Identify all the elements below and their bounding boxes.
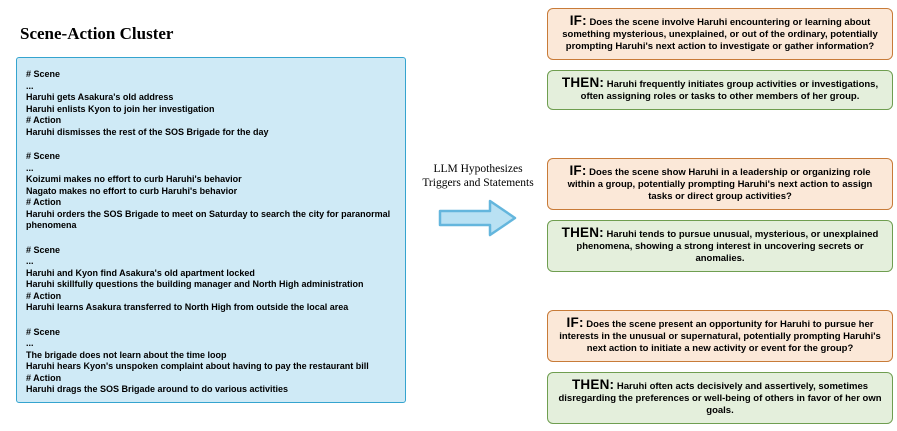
cluster-line: Koizumi makes no effort to curb Haruhi's…: [26, 174, 242, 184]
cluster-line: # Action: [26, 197, 62, 207]
scene-action-group-3: # Scene ... Haruhi and Kyon find Asakura…: [26, 245, 396, 314]
right-arrow-icon: [405, 197, 551, 244]
cluster-line: ...: [26, 338, 34, 348]
if-box-3: IF: Does the scene present an opportunit…: [547, 310, 893, 362]
llm-arrow-section: LLM Hypothesizes Triggers and Statements: [405, 162, 551, 244]
cluster-line: Haruhi gets Asakura's old address: [26, 92, 174, 102]
page-title: Scene-Action Cluster: [20, 24, 174, 43]
cluster-line: Nagato makes no effort to curb Haruhi's …: [26, 185, 238, 196]
rule-pair-2: IF: Does the scene show Haruhi in a lead…: [547, 158, 893, 272]
cluster-line: Haruhi dismisses the rest of the SOS Bri…: [26, 126, 269, 137]
cluster-line: # Action: [26, 115, 62, 125]
cluster-line: # Scene: [26, 244, 61, 255]
cluster-line: # Action: [26, 372, 62, 383]
cluster-line: Haruhi hears Kyon's unspoken complaint a…: [26, 361, 369, 371]
if-label: IF:: [566, 315, 584, 330]
cluster-line: ...: [26, 256, 34, 266]
if-text: Does the scene present an opportunity fo…: [559, 319, 881, 354]
then-text: Haruhi often acts decisively and asserti…: [558, 381, 882, 416]
if-box-1: IF: Does the scene involve Haruhi encoun…: [547, 8, 893, 60]
cluster-line: Haruhi learns Asakura transferred to Nor…: [26, 302, 349, 312]
cluster-line: # Action: [26, 290, 62, 301]
then-box-1: THEN: Haruhi frequently initiates group …: [547, 70, 893, 110]
if-text: Does the scene involve Haruhi encounteri…: [562, 17, 878, 52]
if-statement: IF: Does the scene involve Haruhi encoun…: [558, 13, 882, 53]
arrow-label-line1: LLM Hypothesizes: [433, 163, 523, 175]
then-box-2: THEN: Haruhi tends to pursue unusual, my…: [547, 220, 893, 272]
if-statement: IF: Does the scene show Haruhi in a lead…: [558, 163, 882, 203]
if-text: Does the scene show Haruhi in a leadersh…: [567, 167, 873, 202]
then-statement: THEN: Haruhi frequently initiates group …: [558, 75, 882, 103]
cluster-line: Haruhi and Kyon find Asakura's old apart…: [26, 267, 255, 278]
cluster-line: # Scene: [26, 69, 61, 79]
cluster-line: Haruhi drags the SOS Brigade around to d…: [26, 384, 289, 394]
then-text: Haruhi tends to pursue unusual, mysterio…: [576, 229, 879, 264]
if-label: IF:: [569, 163, 587, 178]
arrow-label-line2: Triggers and Statements: [422, 177, 534, 189]
cluster-line: The brigade does not learn about the tim…: [26, 349, 227, 360]
scene-action-group-4: # Scene ... The brigade does not learn a…: [26, 327, 396, 396]
then-statement: THEN: Haruhi tends to pursue unusual, my…: [558, 225, 882, 265]
cluster-line: # Scene: [26, 326, 61, 337]
cluster-line: Haruhi orders the SOS Brigade to meet on…: [26, 208, 391, 231]
cluster-line: ...: [26, 162, 34, 173]
cluster-line: ...: [26, 80, 34, 91]
then-box-3: THEN: Haruhi often acts decisively and a…: [547, 372, 893, 424]
scene-action-group-2: # Scene ... Koizumi makes no effort to c…: [26, 151, 396, 232]
then-label: THEN:: [571, 377, 615, 392]
then-statement: THEN: Haruhi often acts decisively and a…: [558, 377, 882, 417]
if-box-2: IF: Does the scene show Haruhi in a lead…: [547, 158, 893, 210]
cluster-line: # Scene: [26, 151, 61, 161]
rule-pair-3: IF: Does the scene present an opportunit…: [547, 310, 893, 424]
if-statement: IF: Does the scene present an opportunit…: [558, 315, 882, 355]
scene-action-cluster-box: # Scene ... Haruhi gets Asakura's old ad…: [16, 57, 406, 403]
then-label: THEN:: [561, 225, 604, 240]
scene-action-group-1: # Scene ... Haruhi gets Asakura's old ad…: [26, 69, 396, 138]
rule-pair-1: IF: Does the scene involve Haruhi encoun…: [547, 8, 893, 110]
then-label: THEN:: [561, 75, 605, 90]
cluster-line: Haruhi skillfully questions the building…: [26, 279, 364, 289]
cluster-line: Haruhi enlists Kyon to join her investig…: [26, 103, 215, 114]
then-text: Haruhi frequently initiates group activi…: [580, 79, 879, 102]
if-label: IF:: [569, 13, 587, 28]
